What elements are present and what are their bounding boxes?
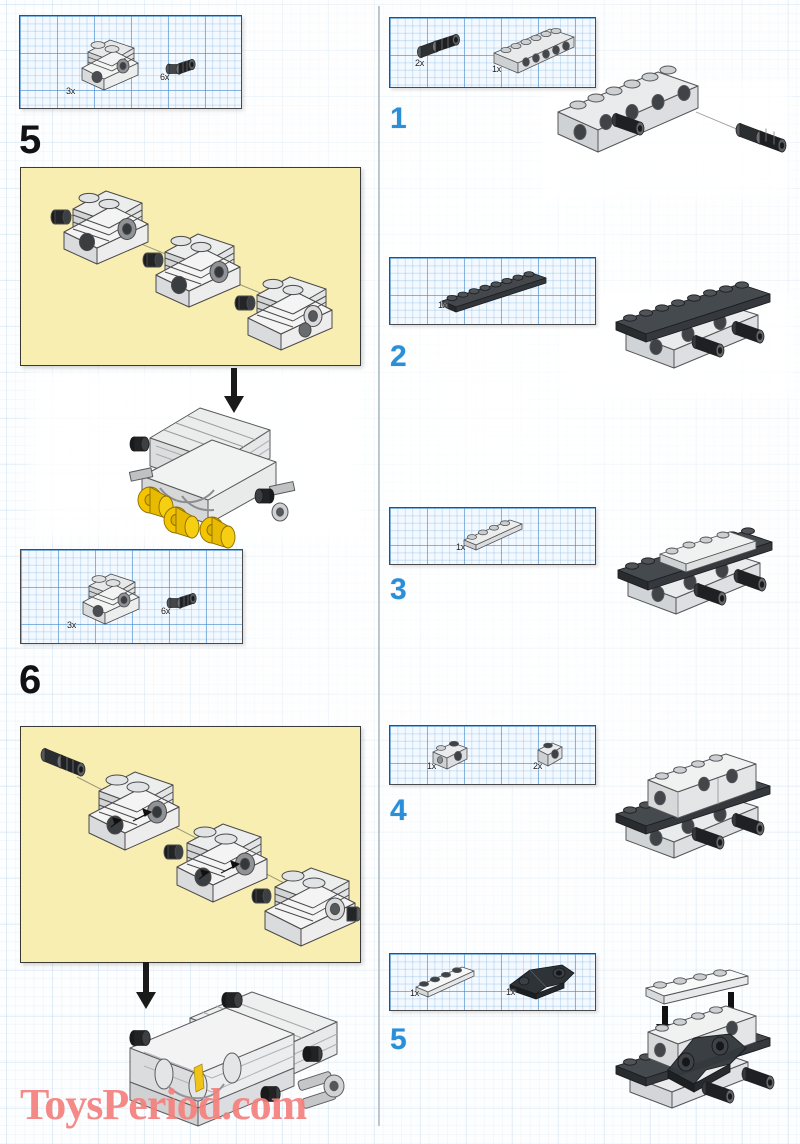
part-qty: 3x [66,86,76,96]
parts-box-right-3: 1x [389,507,596,565]
column-divider [378,6,380,1126]
part-qty: 1x [506,987,516,997]
axle-connector-pin-icon [166,592,197,609]
part-qty: 6x [160,72,170,82]
plate-1x4-light-gray-icon [463,519,523,551]
step-number-right-1: 1 [390,102,407,135]
part-qty: 1x [438,300,448,310]
engine-block-art [50,190,149,265]
engine-block-art [234,276,333,351]
engine-cylinder-block-icon [81,39,139,91]
plate-1x8-black-icon [441,271,547,313]
step6-assembly-panel [20,726,361,963]
step5-result-assembly [128,407,296,549]
engine-cylinder-block-icon [82,573,140,625]
technic-brick-1x2-icon [432,741,468,770]
step-number-left-5: 5 [19,118,41,162]
step-number-right-2: 2 [390,340,407,373]
step-number-left-6: 6 [19,658,41,702]
engine-block-art [88,771,180,851]
part-qty: 1x [492,64,502,74]
parts-box-left-mid: 3x 6x [20,549,243,644]
engine-block-art [142,233,241,308]
axle-connector-pin-icon [165,58,196,75]
parts-box-right-5: 1x 1x [389,953,596,1011]
part-qty: 2x [415,58,425,68]
parts-box-right-1: 2x 1x [389,17,596,88]
part-qty: 6x [161,606,171,616]
plate-1x4-white-icon [415,966,475,998]
step-number-right-4: 4 [390,794,407,827]
technic-brick-1x6-icon [493,28,575,74]
step4-assembly [615,753,771,859]
step6-result-v6-engine [129,991,345,1127]
part-qty: 1x [456,542,466,552]
step5-down-arrow [224,368,244,413]
step3-assembly [617,527,773,615]
step5-right-assembly [615,969,775,1109]
technic-axle-pin-icon [417,34,460,59]
watermark-toysperiod: ToysPeriod.com [20,1080,307,1129]
step5-assembly-panel [20,167,361,366]
parts-box-right-2: 1x [389,257,596,325]
part-qty: 1x [427,761,437,771]
technic-brick-1x1-icon [537,742,563,767]
step-number-right-5: 5 [390,1023,407,1056]
step1-assembly [557,65,787,153]
step2-assembly [615,281,771,369]
parts-box-left-top: 3x 6x [19,15,242,109]
part-qty: 3x [67,620,77,630]
part-qty: 1x [410,988,420,998]
axle-connector-pin-icon [40,747,86,777]
parts-box-right-4: 1x 2x [389,725,596,785]
step-number-right-3: 3 [390,573,407,606]
engine-block-art [163,823,268,903]
engine-block-art [251,867,360,947]
technic-steering-link-icon [509,964,575,1000]
part-qty: 2x [533,761,543,771]
step6-down-arrow [136,962,156,1009]
